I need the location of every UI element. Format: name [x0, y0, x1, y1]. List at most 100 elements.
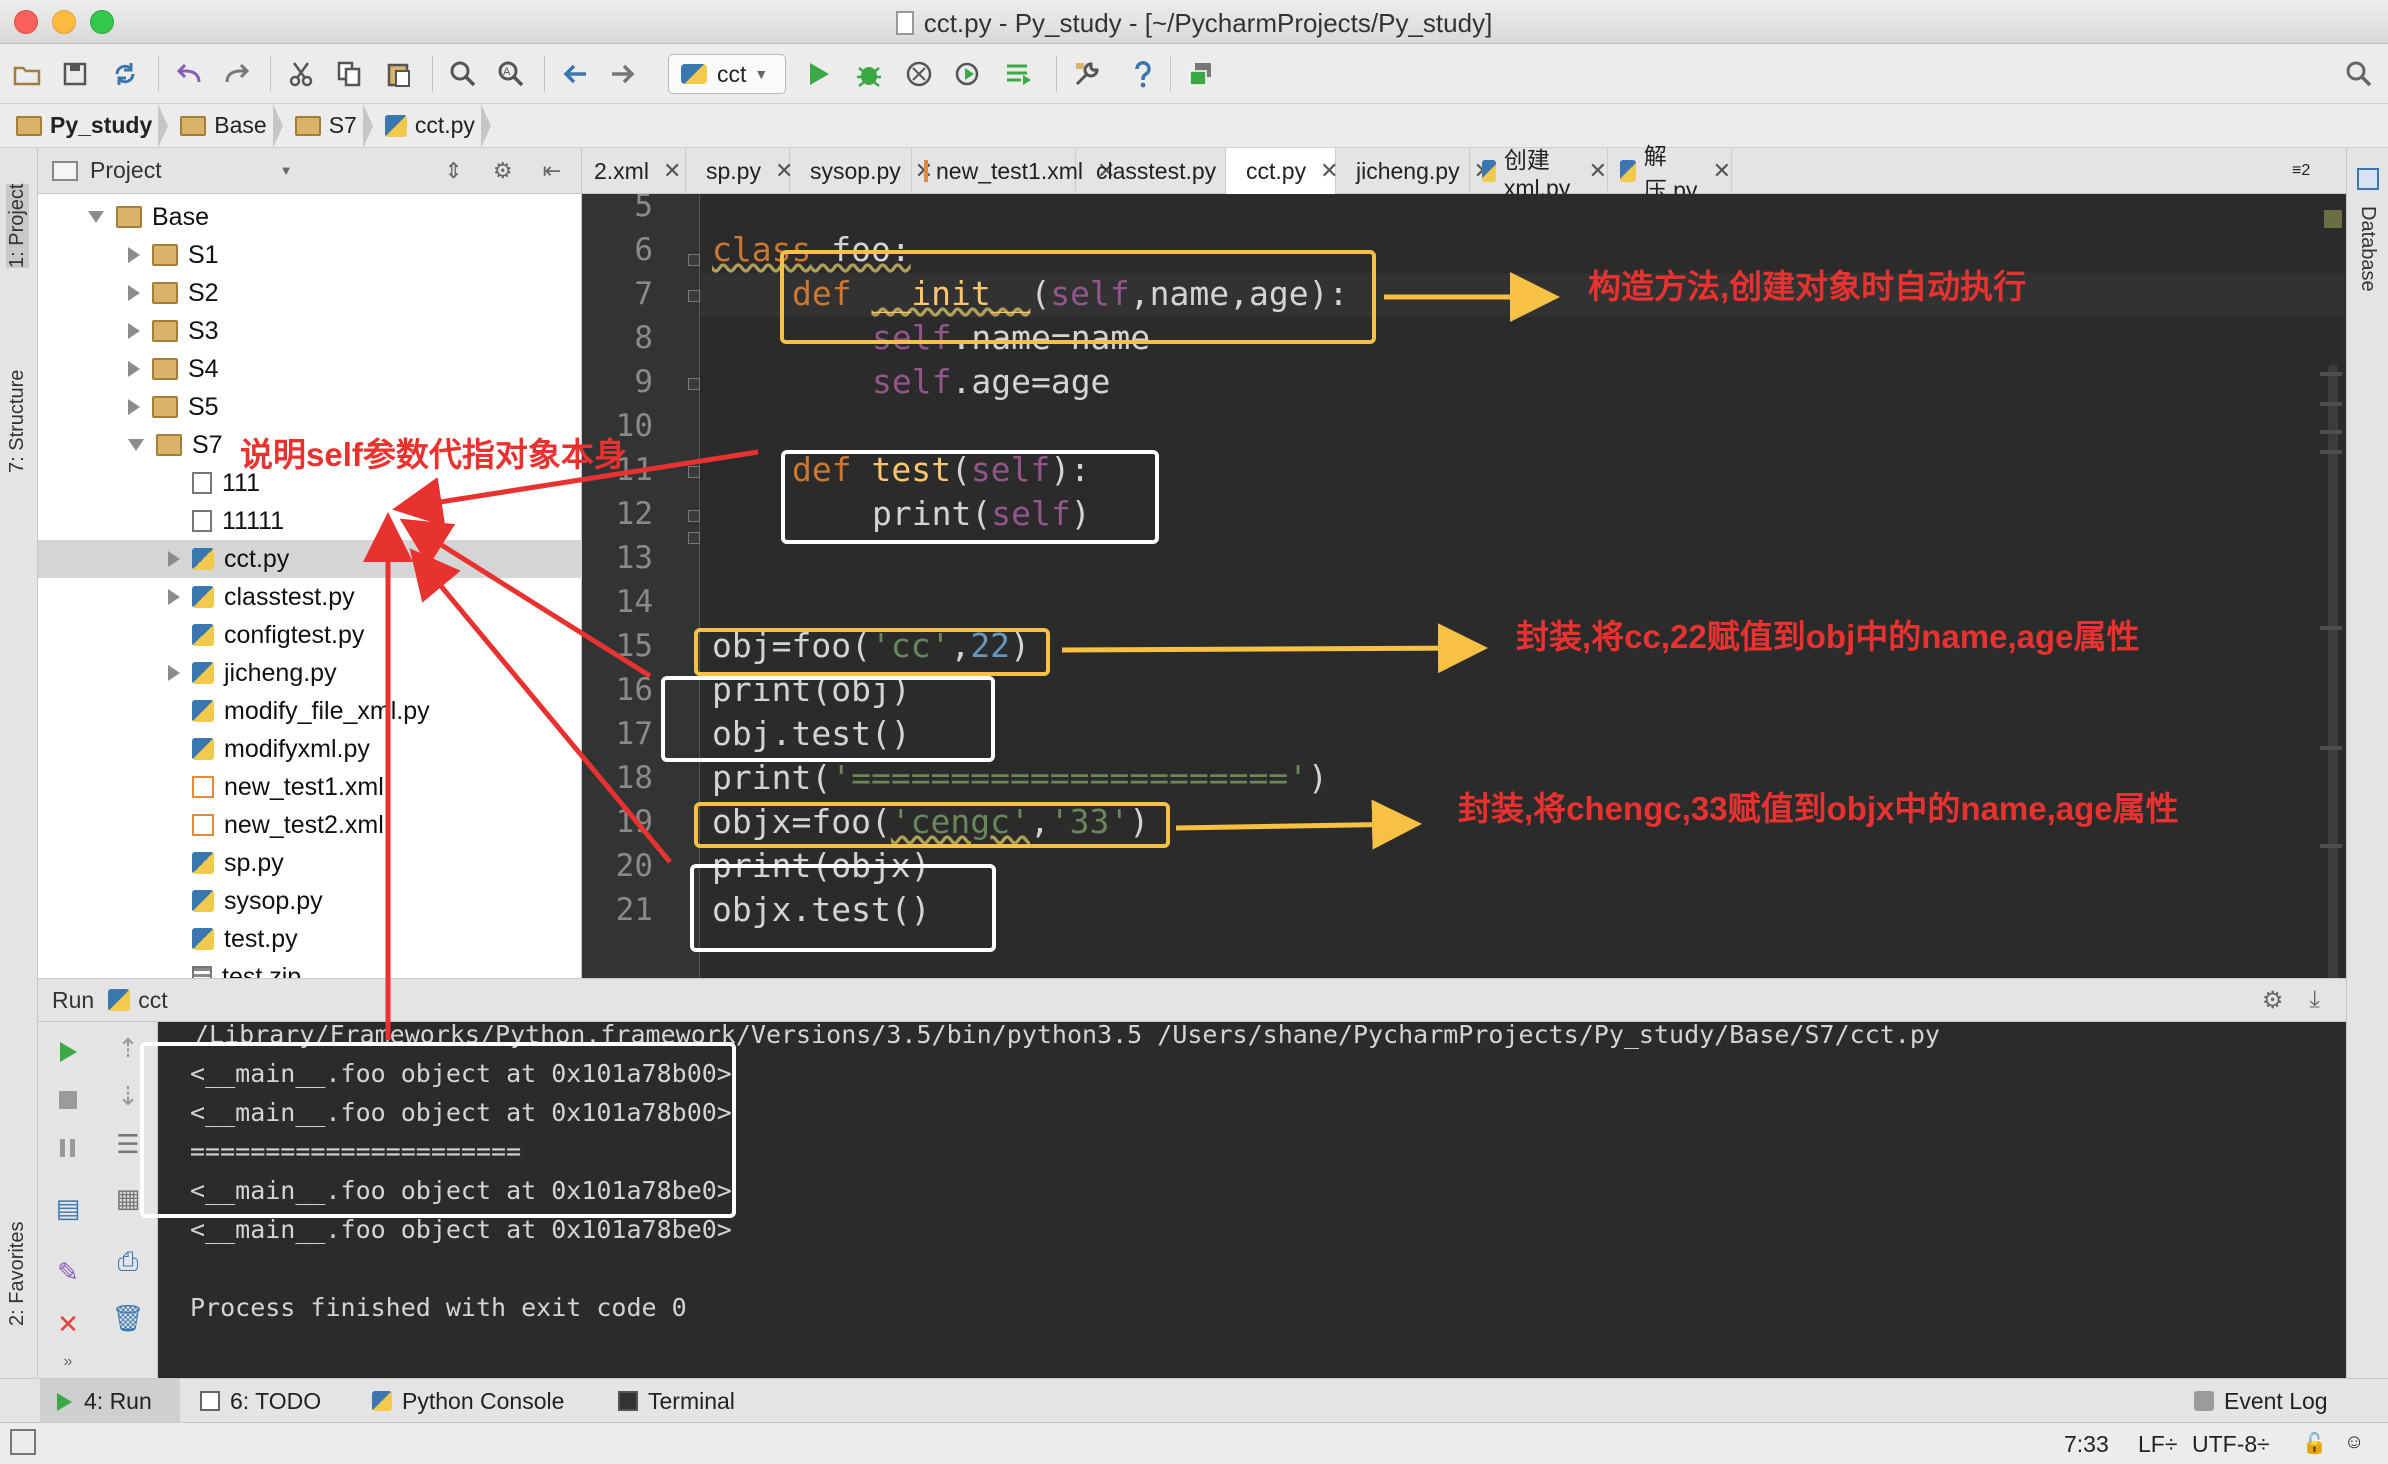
replace-icon[interactable]: A [492, 56, 530, 92]
close-tab-icon[interactable]: ✕ [1097, 158, 1116, 183]
more-icon[interactable]: » [63, 1353, 73, 1370]
breadcrumb-item-base[interactable]: Base [180, 104, 267, 147]
run-console[interactable]: /Library/Frameworks/Python.framework/Ver… [158, 1022, 2346, 1378]
coverage-icon[interactable] [900, 56, 938, 92]
run-configuration-select[interactable]: cct▼ [668, 54, 786, 94]
scroll-down-icon[interactable]: ⇣ [117, 1080, 139, 1111]
pause-icon[interactable] [48, 1128, 88, 1168]
collapse-all-icon[interactable]: ⇕ [444, 157, 463, 183]
collapsed-arrow-icon[interactable] [168, 665, 180, 681]
breadcrumb-item-cct-py[interactable]: cct.py [384, 104, 475, 147]
caret-position[interactable]: 7:33 [2064, 1431, 2109, 1457]
forward-icon[interactable] [604, 56, 642, 92]
collapsed-arrow-icon[interactable] [128, 361, 140, 377]
find-icon[interactable] [444, 56, 482, 92]
zoom-window-button[interactable] [90, 10, 114, 34]
tab-python-console[interactable]: Python Console [358, 1379, 578, 1423]
tree-item[interactable]: cct.py [38, 540, 582, 578]
redo-icon[interactable] [218, 56, 256, 92]
toggle-tool-windows-icon[interactable] [10, 1429, 36, 1455]
gear-icon[interactable]: ⚙ [2261, 986, 2284, 1014]
inspector-icon[interactable]: ☺ [2344, 1431, 2365, 1453]
close-tab-icon[interactable]: ✕ [1588, 158, 1607, 183]
save-icon[interactable] [56, 56, 94, 92]
vcs-icon[interactable] [1182, 56, 1220, 92]
cut-icon[interactable] [282, 56, 320, 92]
editor-tab[interactable]: jicheng.py✕ [1336, 148, 1492, 194]
tree-item[interactable]: sysop.py [38, 882, 582, 920]
event-log-button[interactable]: Event Log [2180, 1379, 2342, 1423]
tab-terminal[interactable]: Terminal [604, 1379, 749, 1423]
paste-icon[interactable] [380, 56, 418, 92]
chevron-down-icon[interactable]: ▼ [279, 163, 293, 178]
tree-item[interactable]: modifyxml.py [38, 730, 582, 768]
search-everywhere-icon[interactable] [2340, 56, 2378, 92]
tool-window-project[interactable]: 1: Project [6, 183, 29, 268]
settings-wrench-icon[interactable] [1068, 56, 1106, 92]
tool-window-favorites[interactable]: 2: Favorites [6, 1221, 28, 1326]
close-tab-icon[interactable]: ✕ [1320, 158, 1339, 183]
restore-layout-icon[interactable]: ▤ [55, 1192, 81, 1223]
tree-item[interactable]: jicheng.py [38, 654, 582, 692]
tree-item[interactable]: new_test1.xml [38, 768, 582, 806]
hide-panel-icon[interactable]: ⇤ [542, 157, 561, 183]
copy-icon[interactable] [330, 56, 368, 92]
editor-scrollbar[interactable] [2328, 364, 2338, 978]
tool-window-database[interactable]: Database [2357, 206, 2379, 292]
close-tab-icon[interactable]: ✕ [662, 158, 682, 183]
tree-item[interactable]: S1 [38, 236, 582, 274]
collapsed-arrow-icon[interactable] [168, 551, 180, 567]
tab-todo[interactable]: 6: TODO [186, 1379, 335, 1423]
editor-tab[interactable]: new_test1.xml✕ [912, 148, 1115, 194]
close-tab-icon[interactable]: ✕ [915, 158, 933, 184]
tree-item[interactable]: test.py [38, 920, 582, 958]
rerun-icon[interactable] [48, 1032, 88, 1072]
breadcrumb-item-py-study[interactable]: Py_study [16, 104, 152, 147]
tree-item[interactable]: Base [38, 198, 582, 236]
editor-tab[interactable]: 创建xml.py✕ [1470, 147, 1608, 201]
tool-window-structure[interactable]: 7: Structure [6, 369, 28, 473]
tree-item[interactable]: 111 [38, 464, 582, 502]
editor-tab[interactable]: sysop.py✕ [790, 148, 933, 194]
lock-icon[interactable]: 🔓 [2302, 1433, 2327, 1455]
sync-icon[interactable] [106, 56, 144, 92]
trash-icon[interactable]: 🗑 [111, 1302, 145, 1333]
print-icon[interactable]: ⎙ [117, 1246, 139, 1276]
tree-item[interactable]: S5 [38, 388, 582, 426]
close-run-icon[interactable]: ✕ [57, 1308, 79, 1339]
minimize-window-button[interactable] [52, 10, 76, 34]
soft-wrap-icon[interactable]: ☰ [116, 1128, 140, 1159]
run-icon[interactable] [800, 56, 838, 92]
help-icon[interactable] [1124, 56, 1162, 92]
project-view-select[interactable]: Project [90, 157, 162, 183]
tree-item[interactable]: S2 [38, 274, 582, 312]
profile-icon[interactable] [950, 56, 988, 92]
tree-item[interactable]: modify_file_xml.py [38, 692, 582, 730]
expanded-arrow-icon[interactable] [128, 439, 144, 451]
tree-item[interactable]: S7 [38, 426, 582, 464]
tree-item[interactable]: new_test2.xml [38, 806, 582, 844]
open-folder-icon[interactable] [8, 56, 46, 92]
scroll-up-icon[interactable]: ⇡ [117, 1032, 139, 1063]
line-separator[interactable]: LF÷ [2138, 1431, 2178, 1457]
tree-item[interactable]: sp.py [38, 844, 582, 882]
scroll-to-end-icon[interactable]: ▦ [115, 1182, 141, 1213]
close-window-button[interactable] [14, 10, 38, 34]
editor-tab[interactable]: classtest.py✕ [1076, 148, 1249, 194]
close-tab-icon[interactable]: ✕ [1712, 158, 1731, 183]
collapsed-arrow-icon[interactable] [128, 399, 140, 415]
gear-icon[interactable]: ⚙ [492, 157, 513, 183]
tab-overflow-button[interactable]: ≡2 [2292, 162, 2311, 179]
editor-tab[interactable]: 2.xml✕ [582, 148, 686, 194]
tree-item[interactable]: 11111 [38, 502, 582, 540]
hide-panel-icon[interactable]: ⤓ [2309, 985, 2320, 1013]
collapsed-arrow-icon[interactable] [128, 285, 140, 301]
concurrency-icon[interactable] [1000, 56, 1038, 92]
tree-item[interactable]: S4 [38, 350, 582, 388]
tree-item[interactable]: S3 [38, 312, 582, 350]
editor-tab[interactable]: cct.py✕ [1226, 148, 1339, 194]
editor-tab[interactable]: 解压.py✕ [1608, 143, 1732, 203]
close-tab-icon[interactable]: ✕ [774, 158, 794, 183]
collapsed-arrow-icon[interactable] [128, 323, 140, 339]
